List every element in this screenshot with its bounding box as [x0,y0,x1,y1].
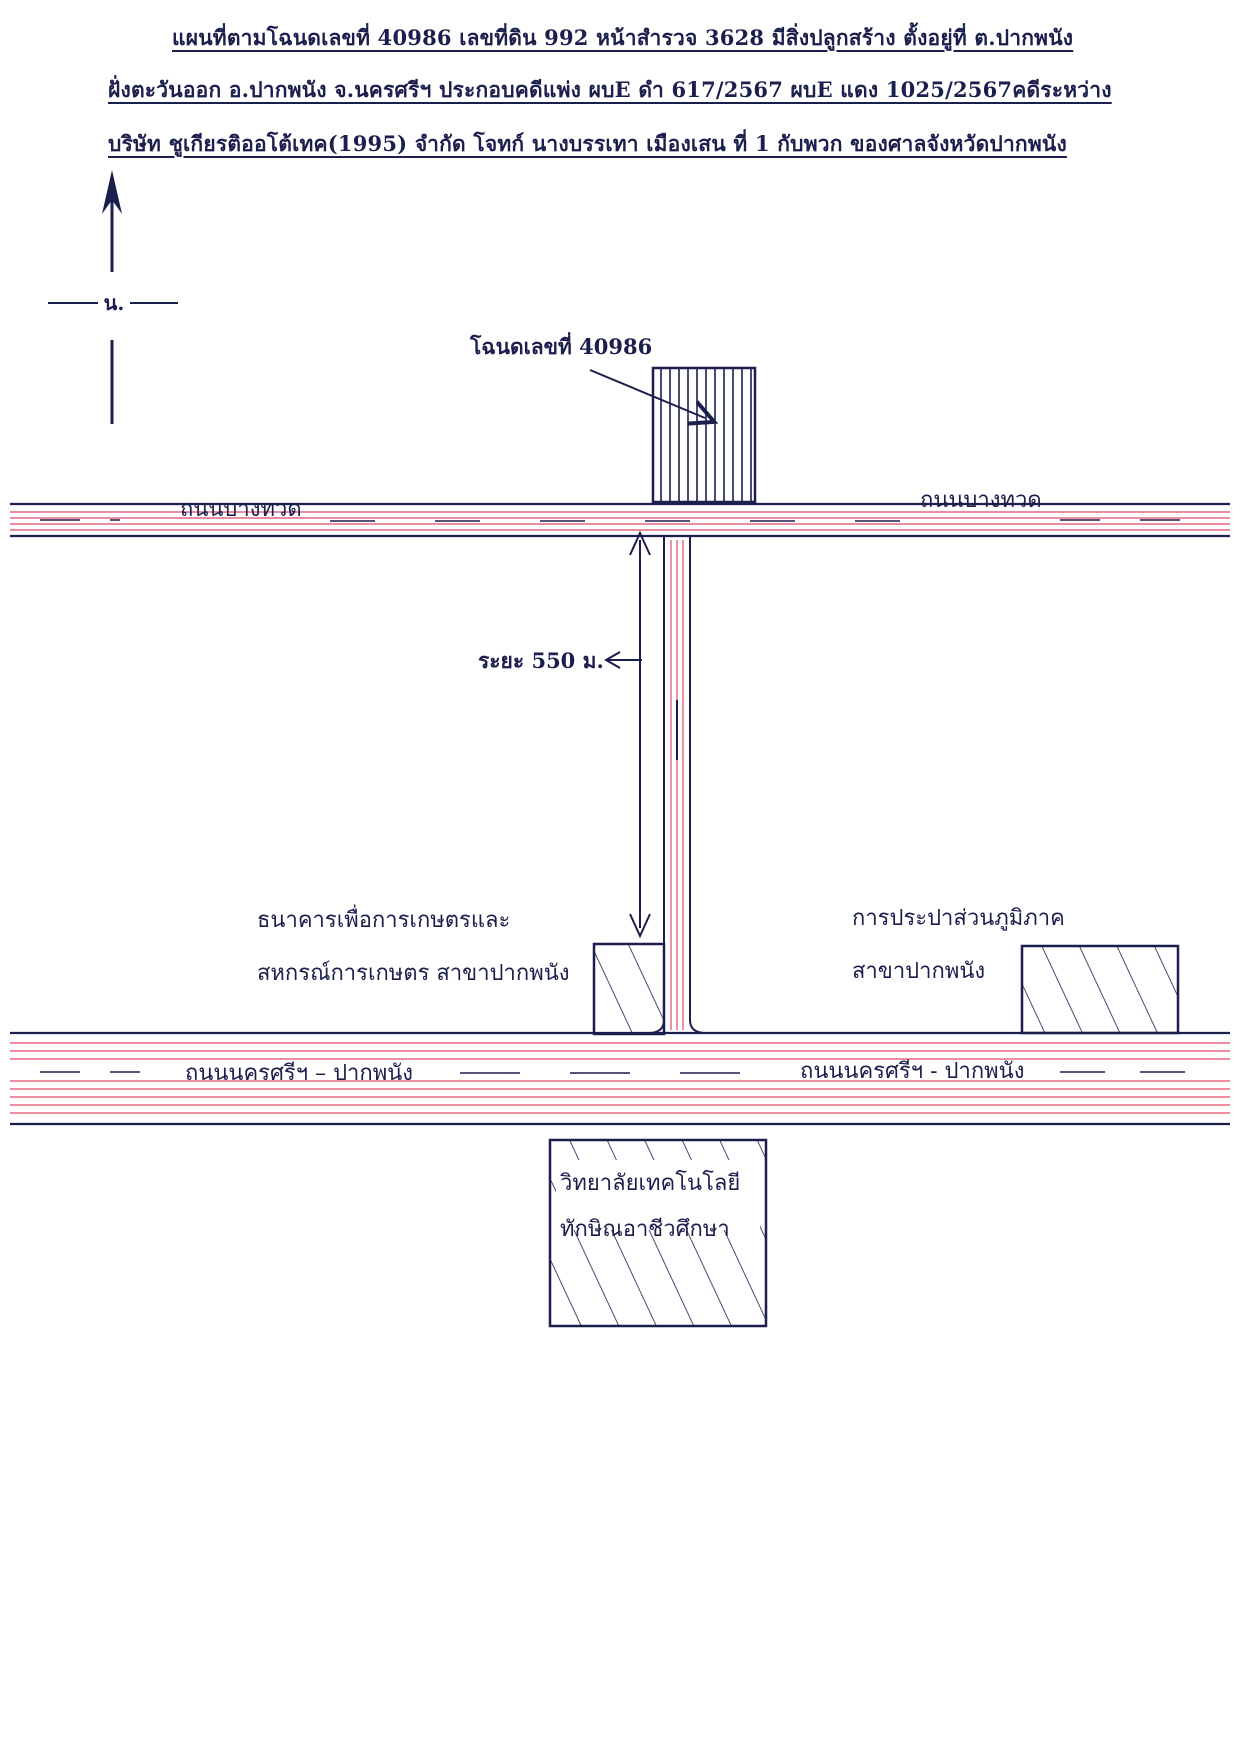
waterworks-label-line-2: สาขาปากพนัง [852,959,985,984]
north-label: น. [104,291,125,315]
bank-label-line-1: ธนาคารเพื่อการเกษตรและ [257,904,510,933]
waterworks-label-line-1: การประปาส่วนภูมิภาค [852,906,1065,931]
north-arrow: น. [48,170,178,424]
road-label-bang-thuat-left: ถนนบางทวด [180,497,302,522]
college-label-line-2: ทักษิณอาชีวศึกษา [560,1217,730,1242]
map-title-line-3: บริษัท ชูเกียรติออโต้เทค(1995) จำกัด โจท… [108,131,1067,156]
college-label-line-1: วิทยาลัยเทคโนโลยี [559,1170,740,1196]
parcel-40986 [651,366,757,504]
bank-building [592,942,666,1036]
map-title-line-2: ฝั่งตะวันออก อ.ปากพนัง จ.นครศรีฯ ประกอบค… [108,77,1112,102]
bank-label-line-2: สหกรณ์การเกษตร สาขาปากพนัง [257,961,570,986]
parcel-label: โฉนดเลขที่ 40986 [469,331,652,359]
road-label-nakhon-left: ถนนนครศรีฯ – ปากพนัง [185,1061,413,1086]
road-bang-thuat [10,502,1230,538]
road-nakhon-pak-phanang [10,1031,1230,1126]
waterworks-building [1020,944,1180,1035]
parcel-pointer-arrow [589,369,705,418]
road-label-nakhon-right: ถนนนครศรีฯ - ปากพนัง [800,1059,1024,1084]
map-title-line-1: แผนที่ตามโฉนดเลขที่ 40986 เลขที่ดิน 992 … [172,25,1074,50]
distance-dimension [603,530,651,939]
road-label-bang-thuat-right: ถนนบางทวด [920,488,1042,513]
distance-label: ระยะ 550 ม. [478,648,604,673]
